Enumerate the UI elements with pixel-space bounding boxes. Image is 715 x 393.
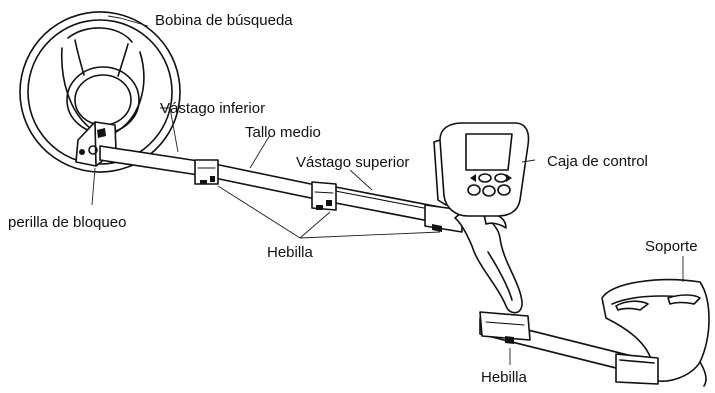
leader-lines bbox=[91, 15, 684, 365]
control-box-drawing bbox=[433, 122, 530, 314]
label-lower-shaft: Vástago inferior bbox=[160, 100, 265, 117]
armrest-drawing bbox=[479, 278, 710, 387]
label-buckle: Hebilla bbox=[267, 244, 314, 261]
label-lock-knob: perilla de bloqueo bbox=[8, 214, 126, 231]
shaft-assembly bbox=[99, 145, 463, 233]
label-support: Soporte bbox=[645, 238, 698, 255]
label-upper-shaft: Vástago superior bbox=[296, 154, 409, 171]
label-middle-stem: Tallo medio bbox=[245, 124, 321, 141]
label-control-box: Caja de control bbox=[547, 153, 648, 170]
label-search-coil: Bobina de búsqueda bbox=[155, 12, 293, 29]
label-buckle-bottom: Hebilla bbox=[481, 369, 528, 386]
